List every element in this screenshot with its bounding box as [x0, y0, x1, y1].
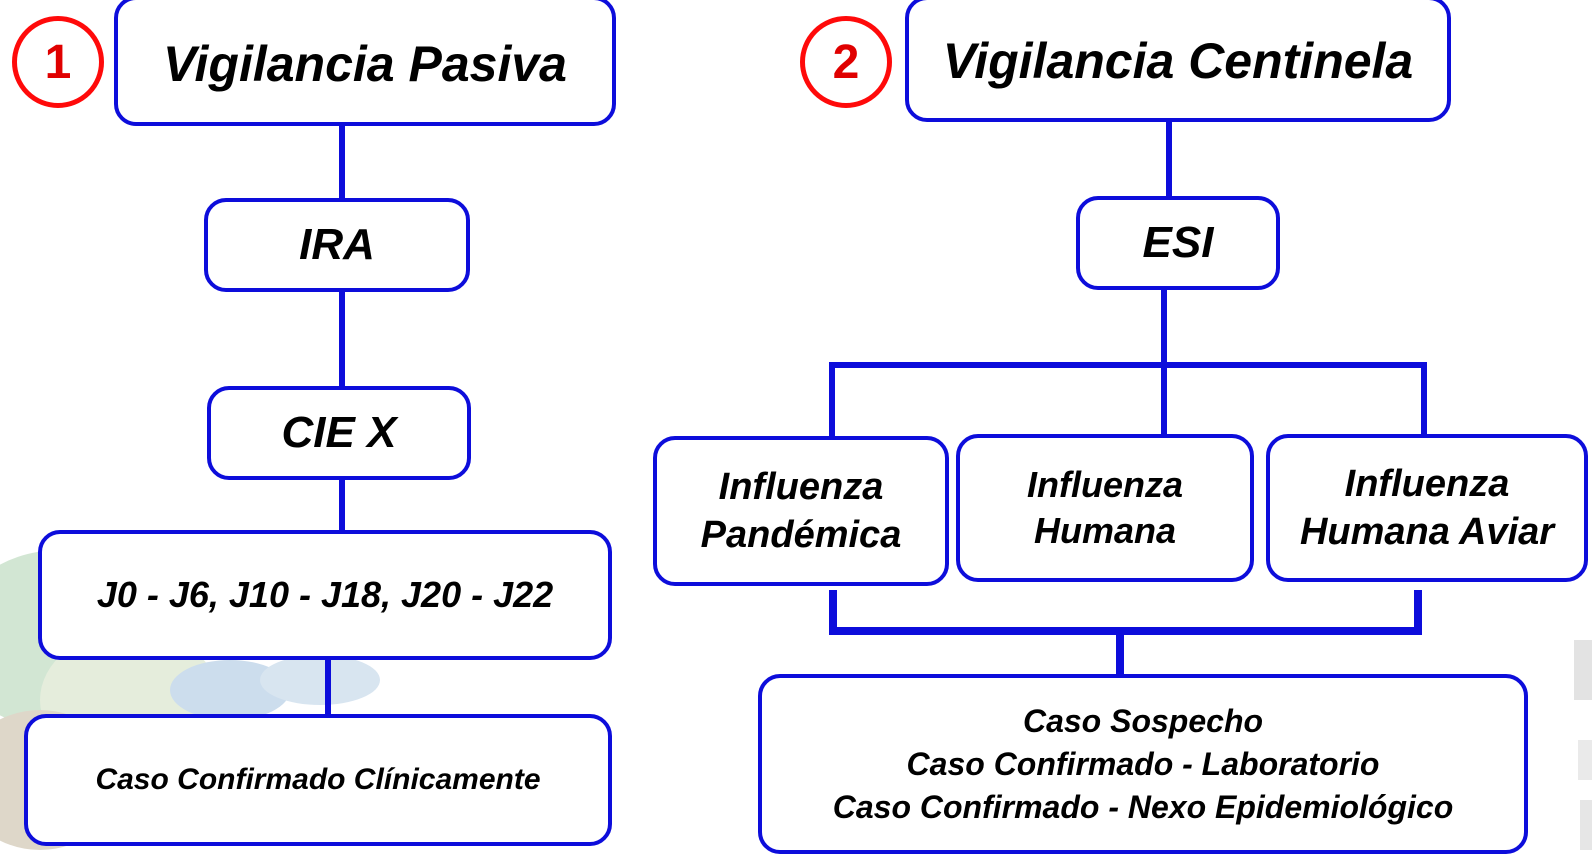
codes-box: J0 - J6, J10 - J18, J20 - J22 — [38, 530, 612, 660]
merge-right — [1414, 590, 1422, 634]
vigilancia-pasiva-box: Vigilancia Pasiva — [114, 0, 616, 126]
merge-left — [829, 590, 837, 634]
branch-drop-pandemica — [829, 362, 835, 440]
influenza-pandemica-box: Influenza Pandémica — [653, 436, 949, 586]
vigilancia-centinela-title: Vigilancia Centinela — [942, 33, 1414, 89]
casos-box: Caso Sospecho Caso Confirmado - Laborato… — [758, 674, 1528, 854]
caso-confirmado-clinicamente-label: Caso Confirmado Clínicamente — [95, 763, 541, 796]
influenza-humana-line2: Humana — [1033, 510, 1177, 551]
connector-ira-cie — [339, 290, 345, 388]
influenza-pandemica-line1: Influenza — [718, 466, 884, 508]
branch-bus — [829, 362, 1427, 368]
branch-drop-aviar — [1421, 362, 1427, 440]
badge-1: 1 — [12, 16, 104, 108]
connector-codes-result — [325, 658, 331, 718]
ira-label: IRA — [299, 220, 375, 269]
codes-label: J0 - J6, J10 - J18, J20 - J22 — [96, 574, 554, 615]
cie-x-box: CIE X — [207, 386, 471, 480]
merge-drop — [1116, 630, 1124, 680]
connector-cie-codes — [339, 478, 345, 532]
ira-box: IRA — [204, 198, 470, 292]
influenza-humana-box: Influenza Humana — [956, 434, 1254, 582]
branch-drop-humana — [1161, 362, 1167, 440]
connector-title-ira — [339, 124, 345, 200]
esi-box: ESI — [1076, 196, 1280, 290]
influenza-humana-aviar-box: Influenza Humana Aviar — [1266, 434, 1588, 582]
caso-confirmado-nexo-label: Caso Confirmado - Nexo Epidemiológico — [832, 788, 1454, 825]
connector-centinela-esi — [1166, 120, 1172, 200]
caso-confirmado-laboratorio-label: Caso Confirmado - Laboratorio — [906, 745, 1380, 782]
influenza-humana-aviar-line1: Influenza — [1344, 463, 1510, 505]
esi-label: ESI — [1142, 218, 1214, 267]
vigilancia-pasiva-title: Vigilancia Pasiva — [163, 36, 567, 92]
caso-confirmado-clinicamente-box: Caso Confirmado Clínicamente — [24, 714, 612, 846]
influenza-pandemica-line2: Pandémica — [700, 514, 902, 556]
caso-sospecho-label: Caso Sospecho — [1022, 702, 1264, 739]
merge-bar — [829, 627, 1422, 635]
connector-esi-bus — [1161, 288, 1167, 365]
badge-2: 2 — [800, 16, 892, 108]
vigilancia-centinela-box: Vigilancia Centinela — [905, 0, 1451, 122]
influenza-humana-line1: Influenza — [1026, 464, 1183, 505]
cie-x-label: CIE X — [281, 408, 397, 457]
influenza-humana-aviar-line2: Humana Aviar — [1299, 511, 1555, 553]
